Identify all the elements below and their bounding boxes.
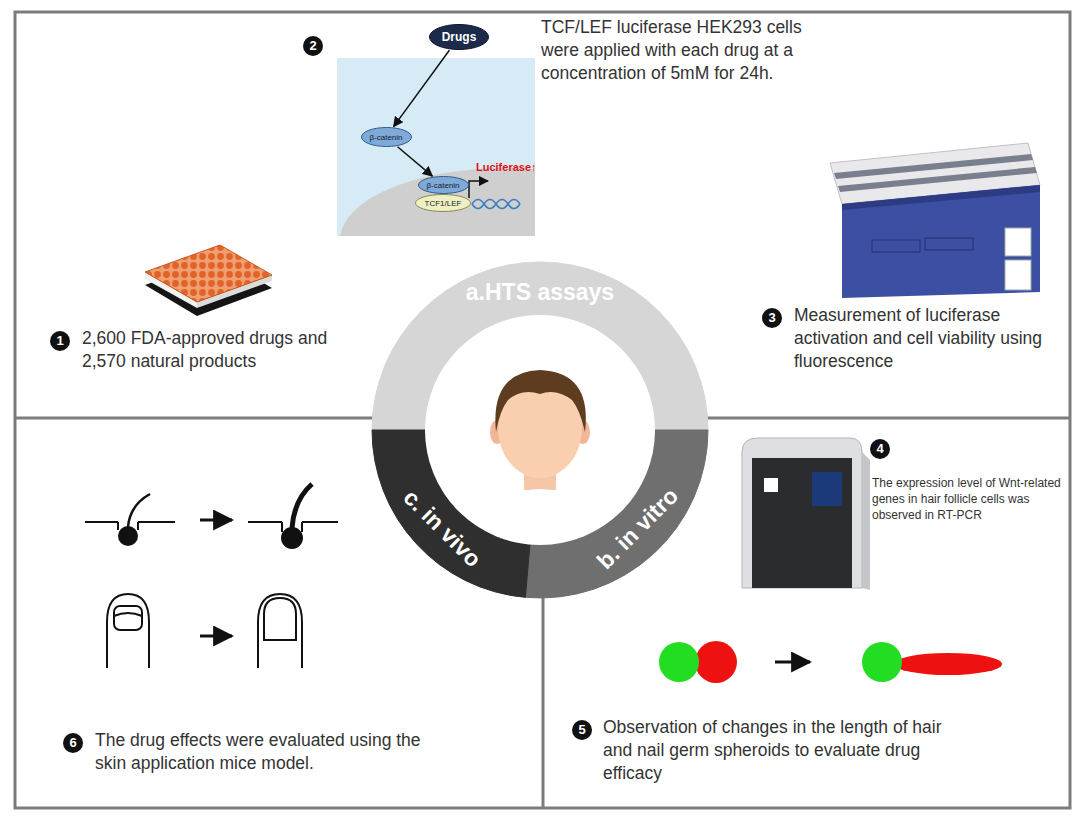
ellipse-shape xyxy=(430,25,489,50)
panel-frames xyxy=(15,12,1070,808)
panel: The expression level of Wnt-related gene… xyxy=(543,418,1070,808)
step-text: TCF/LEF luciferase HEK293 cells were app… xyxy=(541,16,841,85)
callout-number: 4 xyxy=(870,439,890,459)
pathway-arrow xyxy=(394,50,450,126)
pathway-arrow xyxy=(398,147,433,176)
molecule-label: β-catenin xyxy=(426,181,459,190)
step-text: Observation of changes in the length of … xyxy=(603,716,963,785)
ring-label: c. in vivo xyxy=(398,484,487,573)
molecule-label: TCF1/LEF xyxy=(425,199,462,208)
step-text: The expression level of Wnt-related gene… xyxy=(872,476,1064,523)
step-text: 2,600 FDA-approved drugs and 2,570 natur… xyxy=(82,327,354,373)
face xyxy=(490,370,590,520)
ring xyxy=(372,262,708,598)
ring-label: b. in vitro xyxy=(592,482,684,574)
callout-number: 5 xyxy=(572,720,592,740)
cell-illustration xyxy=(337,42,535,236)
molecule-ellipse: β-catenin xyxy=(361,127,412,147)
spheroids xyxy=(659,641,1002,683)
molecule-ellipse: TCF1/LEF xyxy=(415,194,471,212)
step-text: Measurement of luciferase activation and… xyxy=(794,304,1066,373)
callout-number: 1 xyxy=(50,331,70,351)
ellipse-shape xyxy=(361,128,411,147)
pcr-machine xyxy=(742,438,870,590)
callout-number: 2 xyxy=(303,36,323,56)
ring-center xyxy=(425,315,655,545)
luciferase-label: Luciferase↑ xyxy=(476,161,537,173)
molecule-label: β-catenin xyxy=(369,133,402,142)
callout-number: 6 xyxy=(63,733,83,753)
nails xyxy=(107,594,302,668)
dna-helix xyxy=(472,200,520,209)
ellipse-shape xyxy=(416,195,471,212)
tube-rack xyxy=(145,245,272,316)
expression-arrow xyxy=(469,181,488,198)
panel: The drug effects were evaluated using th… xyxy=(15,418,543,808)
molecule-ellipse: β-catenin xyxy=(418,176,469,194)
callout-number: 3 xyxy=(762,308,782,328)
hair-follicles xyxy=(85,484,338,548)
ellipse-shape xyxy=(418,177,468,194)
panel: 2,600 FDA-approved drugs and 2,570 natur… xyxy=(15,12,1070,416)
molecule-ellipse: Drugs xyxy=(429,24,489,50)
molecule-label: Drugs xyxy=(442,30,477,44)
plate-reader xyxy=(830,143,1040,298)
step-text: The drug effects were evaluated using th… xyxy=(95,729,425,775)
ring-label: a.HTS assays xyxy=(466,279,614,306)
